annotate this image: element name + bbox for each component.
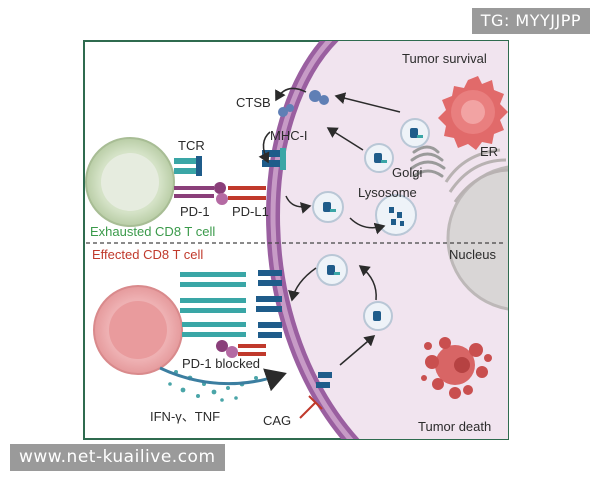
ctsb-protein-icon: [278, 90, 329, 117]
label-golgi: Golgi: [392, 165, 422, 180]
mhc-receptor-icon: [256, 148, 332, 388]
t-cell-icon: [85, 137, 175, 227]
tcr-receptor-icon: [180, 272, 246, 337]
arrow-icon: [258, 87, 401, 366]
t-cell-icon: [93, 285, 183, 375]
cytokine-arrow: [159, 366, 287, 392]
label-tumor-survival: Tumor survival: [402, 51, 487, 66]
pd1-receptor-icon: [174, 182, 266, 205]
label-tumor-death: Tumor death: [418, 419, 491, 434]
label-effected-cd8: Effected CD8 T cell: [92, 247, 203, 262]
golgi-icon: [410, 145, 446, 178]
label-cag: CAG: [263, 413, 291, 428]
label-nucleus: Nucleus: [449, 247, 496, 262]
nucleus-icon: [446, 165, 508, 311]
dying-tumor-cell-icon: [421, 337, 492, 399]
label-cytokines: IFN-γ、TNF: [150, 409, 220, 424]
watermark-top: TG: MYYJJPP: [471, 8, 590, 34]
inhibition-icon: [299, 395, 323, 419]
tumor-cell-icon: [438, 76, 508, 150]
label-pd1: PD-1: [180, 204, 210, 219]
label-mhc-i: MHC-I: [270, 128, 308, 143]
watermark-bottom: www.net-kuailive.com: [10, 444, 225, 471]
tcr-receptor-icon: [174, 156, 202, 176]
label-pdl1: PD-L1: [232, 204, 269, 219]
label-pd1-blocked: PD-1 blocked: [182, 356, 260, 371]
pd1-receptor-icon: [216, 340, 266, 358]
label-lysosome: Lysosome: [358, 185, 417, 200]
label-ctsb: CTSB: [236, 95, 271, 110]
cytokine-dots: [168, 370, 258, 402]
label-tcr: TCR: [178, 138, 205, 153]
label-exhausted-cd8: Exhausted CD8 T cell: [90, 224, 215, 239]
label-er: ER: [480, 144, 498, 159]
er-icon: [444, 148, 508, 203]
